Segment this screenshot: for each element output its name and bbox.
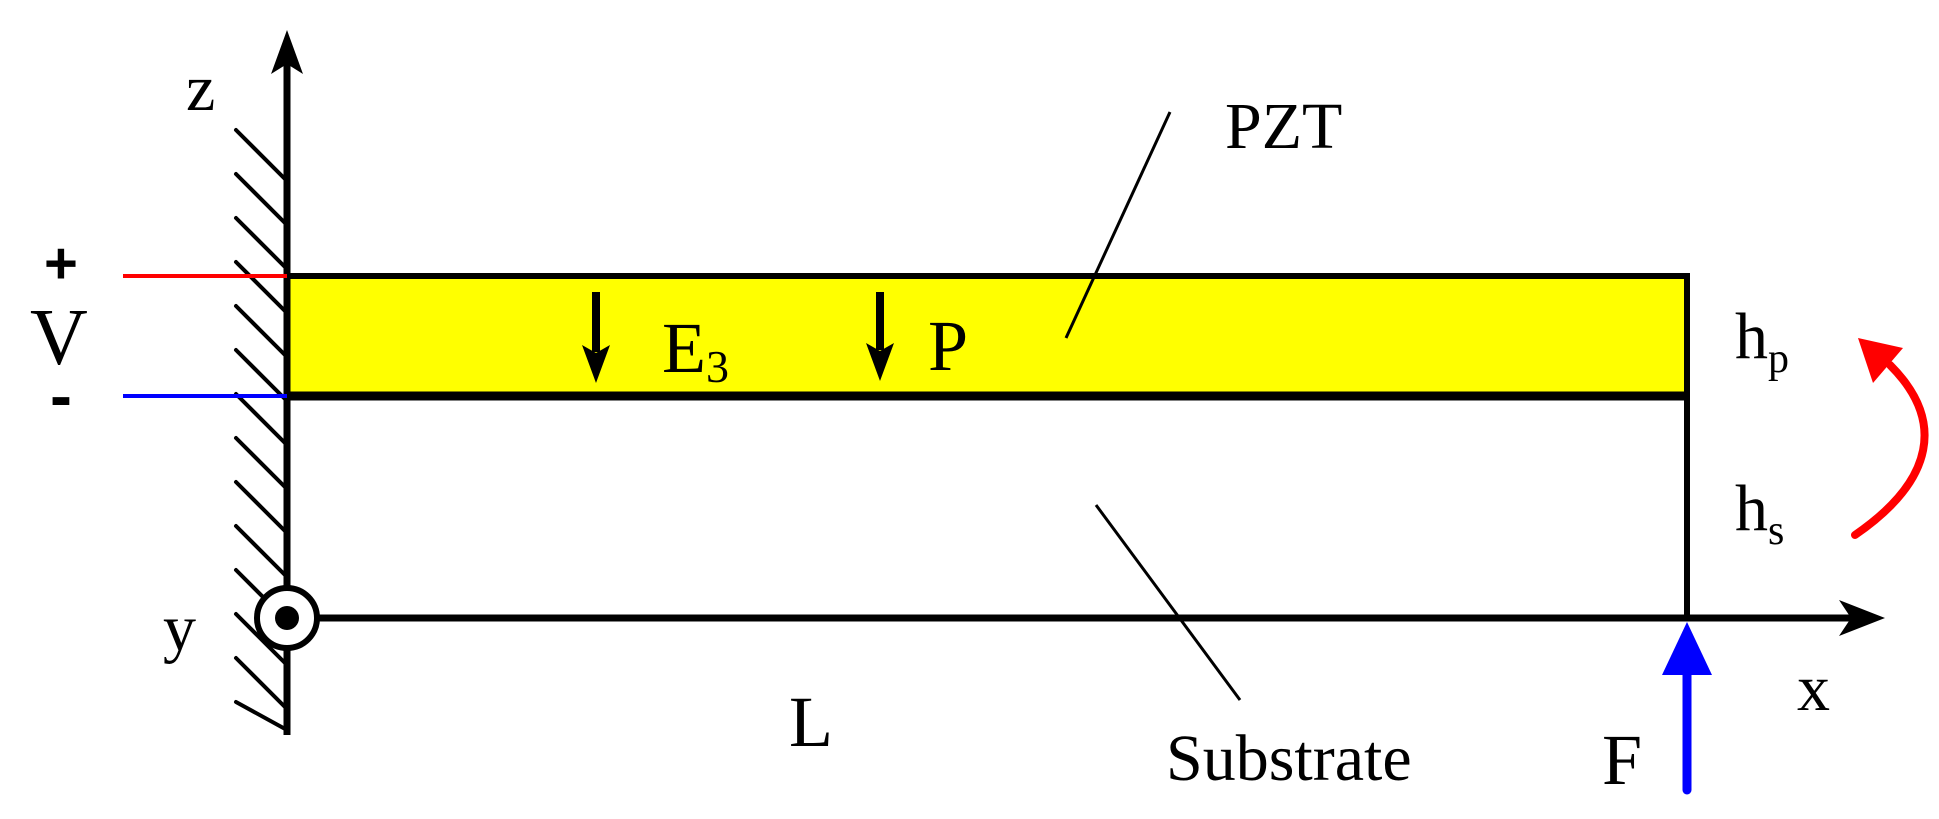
e-field-label: E3 — [662, 308, 729, 392]
plus-sign: + — [44, 231, 78, 296]
minus-sign: - — [50, 358, 72, 432]
e-field-arrow — [582, 292, 610, 383]
pzt-label: PZT — [1225, 90, 1342, 163]
voltage-label: V — [30, 294, 88, 382]
x-axis-arrowhead — [1839, 600, 1885, 636]
y-axis-label: y — [163, 592, 196, 665]
pzt-leader-line — [1064, 111, 1172, 339]
substrate-leader-line — [1094, 504, 1242, 701]
substrate-thickness-label: hs — [1735, 472, 1784, 554]
polarization-label: P — [928, 306, 968, 386]
pzt-thickness-label: hp — [1735, 300, 1789, 382]
fixed-wall-hatching — [234, 128, 289, 732]
x-axis-label: x — [1797, 652, 1830, 725]
length-label: L — [789, 682, 833, 762]
force-arrow — [1662, 622, 1712, 795]
polarization-arrow — [866, 292, 894, 381]
moment-arrow — [1851, 338, 1929, 539]
force-label: F — [1602, 720, 1642, 800]
substrate-label: Substrate — [1166, 722, 1412, 795]
substrate-layer — [284, 393, 1690, 621]
y-axis-out-of-page-icon — [254, 585, 320, 651]
z-axis-label: z — [186, 52, 215, 125]
z-axis-arrowhead — [271, 30, 303, 74]
pzt-layer — [284, 273, 1690, 399]
